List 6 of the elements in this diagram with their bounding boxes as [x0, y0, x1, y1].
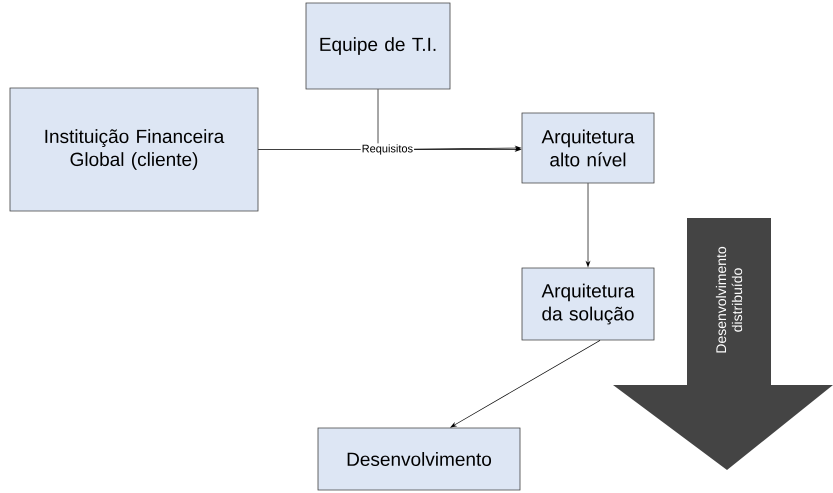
- process-box: Instituição Financeira Global (cliente): [10, 88, 258, 212]
- process-box: Equipe de T.I.: [306, 2, 450, 90]
- process-box: Desenvolvimento: [318, 428, 520, 490]
- process-box: Arquitetura da solução: [522, 268, 654, 340]
- process-box: Arquitetura alto nível: [522, 112, 654, 184]
- edge-label: Requisitos: [360, 143, 414, 156]
